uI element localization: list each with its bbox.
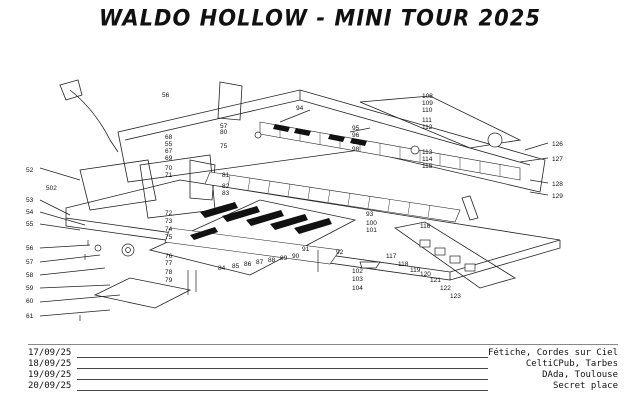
part-number-label: 75 [165, 234, 173, 241]
part-number-label: 53 [26, 197, 34, 204]
part-number-label: 54 [26, 209, 34, 216]
part-number-label: 81 [222, 172, 230, 179]
part-number-label: 104 [352, 285, 363, 292]
poster-title: WALDO HOLLOW - MINI TOUR 2025 [98, 5, 541, 31]
part-number-label: 127 [552, 156, 563, 163]
part-number-label: 68 [165, 134, 173, 141]
part-number-label: 98 [352, 146, 360, 153]
part-number-label: 102 [352, 268, 363, 275]
part-number-label: 55 [26, 221, 34, 228]
part-number-label: 95 [352, 125, 360, 132]
tour-date: 18/09/25 [28, 359, 72, 369]
part-number-label: 85 [232, 263, 240, 270]
tour-venue: Fétiche, Cordes sur Ciel [487, 348, 618, 358]
part-number-label: 110 [422, 107, 433, 114]
part-number-label: 502 [46, 185, 57, 192]
part-number-label: 111 [422, 117, 432, 124]
tour-date-row: 17/09/25 Fétiche, Cordes sur Ciel [28, 348, 618, 359]
part-number-label: 77 [165, 260, 173, 267]
row-rule [77, 368, 488, 369]
part-number-label: 128 [552, 181, 563, 188]
part-number-label: 108 [422, 93, 433, 100]
part-number-label: 109 [422, 100, 433, 107]
part-number-label: 59 [26, 285, 34, 292]
part-number-label: 100 [366, 220, 377, 227]
part-number-label: 61 [26, 313, 34, 320]
row-rule [77, 379, 488, 380]
part-number-label: 60 [26, 298, 34, 305]
part-number-label: 84 [218, 265, 226, 272]
part-number-label: 129 [552, 193, 563, 200]
part-number-label: 82 [222, 183, 230, 190]
part-number-label: 87 [256, 259, 264, 266]
part-number-label: 90 [292, 253, 300, 260]
part-number-label: 86 [244, 261, 252, 268]
part-number-label: 117 [386, 253, 397, 260]
part-number-label: 112 [422, 124, 433, 131]
part-number-label: 94 [296, 105, 304, 112]
tour-venue: DAda, Toulouse [542, 370, 618, 380]
part-number-label: 57 [26, 259, 34, 266]
part-number-label: 58 [26, 272, 34, 279]
part-number-label: 67 [165, 148, 173, 155]
part-number-label: 57 [220, 123, 228, 130]
tour-date-row: 20/09/25 Secret place [28, 381, 618, 392]
part-number-label: 120 [420, 271, 431, 278]
part-number-label: 79 [165, 277, 173, 284]
part-number-label: 113 [422, 149, 433, 156]
tour-venue: Secret place [552, 381, 618, 391]
part-number-label: 71 [165, 172, 173, 179]
part-number-label: 123 [450, 293, 461, 300]
part-number-label: 74 [165, 226, 173, 233]
part-number-label: 93 [366, 211, 374, 218]
row-rule [77, 357, 488, 358]
tour-date: 20/09/25 [28, 381, 72, 391]
part-number-label: 103 [352, 276, 363, 283]
part-number-label: 56 [26, 245, 34, 252]
part-number-label: 121 [430, 277, 441, 284]
part-number-label: 75 [220, 143, 228, 150]
part-number-label: 116 [420, 223, 431, 230]
part-number-label: 83 [222, 190, 230, 197]
part-number-label: 122 [440, 285, 451, 292]
dates-divider [28, 344, 618, 345]
part-number-label: 55 [165, 141, 173, 148]
tour-date: 19/09/25 [28, 370, 72, 380]
part-number-label: 114 [422, 156, 433, 163]
part-number-label: 73 [165, 218, 173, 225]
row-rule [77, 390, 488, 391]
part-number-label: 88 [268, 257, 276, 264]
part-number-label: 92 [336, 249, 344, 256]
part-number-label: 72 [165, 210, 173, 217]
part-number-label: 80 [220, 129, 228, 136]
part-number-label: 115 [422, 163, 433, 170]
part-number-label: 126 [552, 141, 563, 148]
tour-date: 17/09/25 [28, 348, 72, 358]
part-number-label: 96 [352, 132, 360, 139]
tour-date-row: 18/09/25 CeltiCPub, Tarbes [28, 359, 618, 370]
part-number-label: 52 [26, 167, 34, 174]
part-number-label: 78 [165, 269, 173, 276]
part-number-label: 101 [366, 227, 377, 234]
tour-date-row: 19/09/25 DAda, Toulouse [28, 370, 618, 381]
part-number-label: 70 [165, 165, 173, 172]
part-number-label: 119 [410, 267, 421, 274]
part-number-label: 76 [165, 253, 173, 260]
part-number-label: 69 [165, 155, 173, 162]
part-number-label: 89 [280, 255, 288, 262]
tour-venue: CeltiCPub, Tarbes [525, 359, 618, 369]
part-number-label: 91 [302, 246, 310, 253]
part-number-label: 56 [162, 92, 170, 99]
part-number-label: 118 [398, 261, 409, 268]
part-number-label: 97 [352, 139, 360, 146]
